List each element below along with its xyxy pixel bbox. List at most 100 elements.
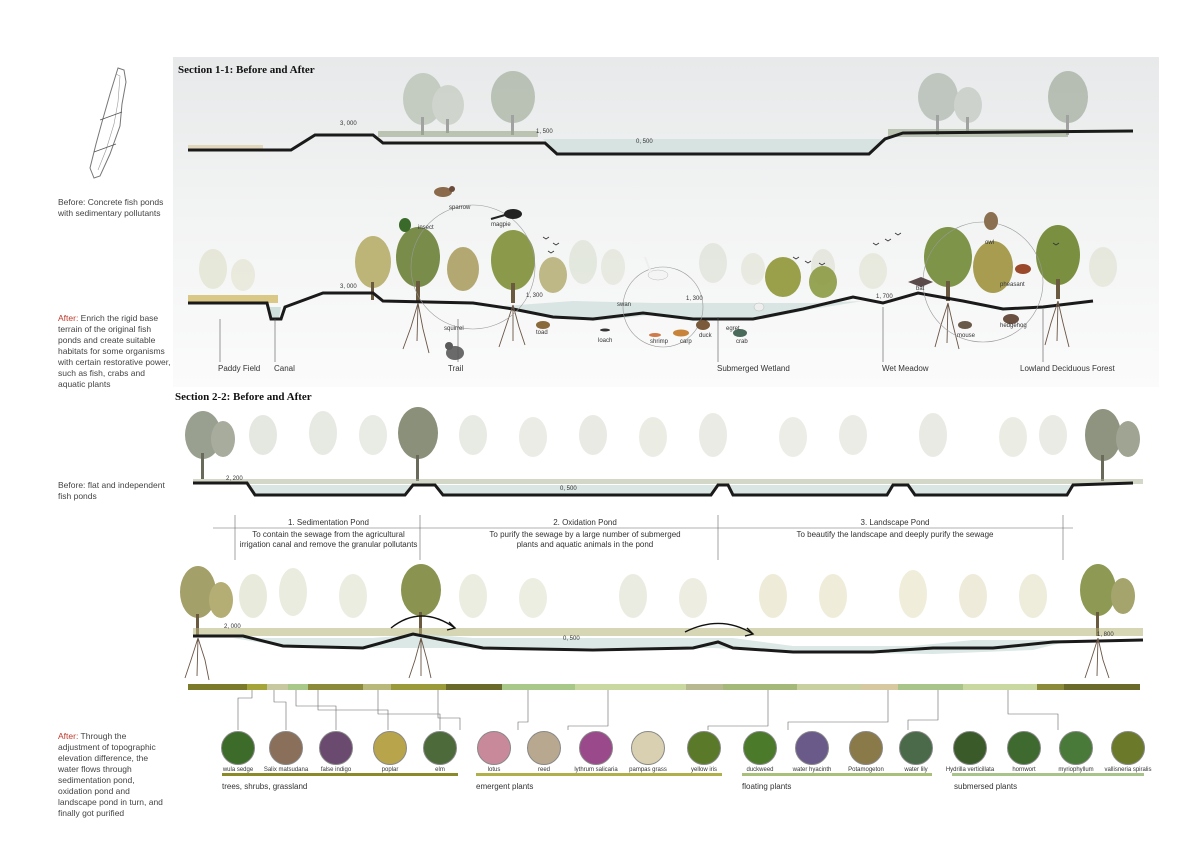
animal-label-bat: bat bbox=[916, 286, 925, 292]
after2-background-trees bbox=[239, 568, 1047, 618]
animal-label-mouse: mouse bbox=[957, 333, 976, 339]
animal-egret-icon bbox=[753, 302, 765, 312]
after2-roots bbox=[184, 637, 1110, 681]
section2-title: Section 2-2: Before and After bbox=[175, 391, 312, 403]
animal-owl-icon bbox=[984, 212, 998, 230]
plant-name: hornwort bbox=[1012, 767, 1036, 773]
animal-label-duck: duck bbox=[699, 333, 712, 339]
plant-salix-matsudana: Salix matsudana bbox=[256, 731, 316, 773]
category-label-floating: floating plants bbox=[742, 782, 792, 791]
section2-after-note: After: Through the adjustment of topogra… bbox=[58, 731, 170, 819]
plant-name: yellow iris bbox=[690, 767, 717, 773]
elevation-label: 0, 500 bbox=[563, 636, 580, 642]
flying-birds-icon bbox=[542, 232, 1060, 266]
plant-name: water lily bbox=[904, 767, 928, 773]
elevation-label: 2, 200 bbox=[226, 476, 243, 482]
plant-zone-strip bbox=[188, 684, 1140, 690]
habitat-label-wet-meadow: Wet Meadow bbox=[882, 364, 929, 373]
plant-photo-icon bbox=[319, 731, 353, 765]
animal-label-carp: carp bbox=[680, 339, 692, 345]
plant-myriophyllum: myriophyllum bbox=[1046, 731, 1106, 773]
plant-potamogeton: Potamogeton bbox=[836, 731, 896, 773]
elevation-label: 1, 500 bbox=[536, 129, 553, 135]
elevation-label: 0, 500 bbox=[636, 139, 653, 145]
animal-label-sparrow: sparrow bbox=[449, 205, 471, 211]
animal-swan-icon bbox=[644, 256, 669, 281]
plant-photo-icon bbox=[631, 731, 665, 765]
site-plan-map bbox=[80, 64, 150, 184]
category-bar-submersed bbox=[952, 773, 1144, 776]
pond-2-title: 2. Oxidation Pond bbox=[553, 518, 617, 527]
plant-name: duckweed bbox=[746, 767, 774, 773]
plant-photo-icon bbox=[849, 731, 883, 765]
plant-photo-icon bbox=[1007, 731, 1041, 765]
pond-2-description: To purify the sewage by a large number o… bbox=[489, 530, 681, 549]
section1-after-note: After: Enrich the rigid base terrain of … bbox=[58, 313, 172, 390]
animal-label-owl: owl bbox=[985, 240, 995, 246]
elevation-label: 0, 500 bbox=[560, 486, 577, 492]
plant-photo-icon bbox=[743, 731, 777, 765]
habitat-label-canal: Canal bbox=[274, 364, 295, 373]
pond-1-description: To contain the sewage from the agricultu… bbox=[239, 530, 418, 549]
plant-name: lotus bbox=[487, 767, 501, 773]
before-trees bbox=[403, 71, 1088, 135]
animal-toad-icon bbox=[536, 321, 550, 329]
after-foreground-trees bbox=[355, 225, 1080, 303]
plant-photo-icon bbox=[527, 731, 561, 765]
animal-mouse-icon bbox=[958, 321, 972, 329]
after-highlight: After: bbox=[58, 313, 79, 323]
animal-squirrel-icon bbox=[445, 342, 464, 360]
plant-name: reed bbox=[537, 767, 550, 773]
plant-poplar: poplar bbox=[360, 731, 420, 773]
elevation-label: 1, 800 bbox=[1097, 632, 1114, 638]
category-bar-emergent bbox=[476, 773, 722, 776]
after-text: Enrich the rigid base terrain of the ori… bbox=[58, 313, 171, 389]
animal-label-hedgehog: hedgehog bbox=[1000, 323, 1027, 329]
section1-drawing bbox=[188, 71, 1134, 362]
after-ground-line bbox=[188, 291, 1094, 321]
category-bar-trees bbox=[222, 773, 458, 776]
plant-lythrum-salicaria: lythrum salicaria bbox=[566, 731, 626, 773]
plant-water-lily: water lily bbox=[886, 731, 946, 773]
animal-label-toad: toad bbox=[536, 330, 548, 336]
animal-label-insect: insect bbox=[418, 225, 434, 231]
animal-pheasant-icon bbox=[1015, 264, 1031, 274]
animal-label-loach: loach bbox=[598, 338, 613, 344]
animal-label-pheasant: pheasant bbox=[1000, 282, 1025, 288]
animal-magpie-icon bbox=[490, 209, 522, 220]
plant-photo-icon bbox=[477, 731, 511, 765]
animal-label-crab: crab bbox=[736, 339, 748, 345]
section1-title: Section 1-1: Before and After bbox=[178, 64, 315, 76]
section2-before-note: Before: flat and independent fish ponds bbox=[58, 480, 165, 501]
category-label-submersed: submersed plants bbox=[954, 782, 1018, 791]
plant-name: poplar bbox=[381, 767, 399, 773]
plant-name: vallisneria spiralis bbox=[1104, 767, 1152, 773]
animal-duck-icon bbox=[696, 320, 710, 330]
pond-dividers bbox=[213, 515, 1073, 560]
habitat-label-submerged-wetland: Submerged Wetland bbox=[717, 364, 790, 373]
category-label-emergent: emergent plants bbox=[476, 782, 534, 791]
plant-name: myriophyllum bbox=[1058, 767, 1094, 773]
plant-photo-icon bbox=[687, 731, 721, 765]
animal-bat-icon bbox=[908, 277, 933, 287]
habitat-label-lowland-forest: Lowland Deciduous Forest bbox=[1020, 364, 1115, 373]
after2-foreground-trees bbox=[180, 564, 1135, 636]
plant-pampas-grass: pampas grass bbox=[618, 731, 678, 773]
before2-ground-line bbox=[193, 481, 1134, 497]
before2-foreground-trees bbox=[185, 407, 1140, 481]
before2-background-trees bbox=[249, 411, 1067, 457]
habitat-label-trail: Trail bbox=[448, 364, 464, 373]
plant-connectors bbox=[237, 690, 1059, 730]
plant-photo-icon bbox=[269, 731, 303, 765]
plant-lotus: lotus bbox=[464, 731, 524, 773]
tree-roots bbox=[402, 300, 1070, 354]
animal-carp-icon bbox=[673, 329, 689, 337]
habitat-label-paddy-field: Paddy Field bbox=[218, 364, 261, 373]
section2-before-drawing bbox=[185, 407, 1143, 497]
plant-vallisneria: vallisneria spiralis bbox=[1098, 731, 1158, 773]
plant-yellow-iris: yellow iris bbox=[674, 731, 734, 773]
animal-loach-icon bbox=[600, 328, 610, 332]
plant-elm: elm bbox=[410, 731, 470, 773]
plant-duckweed: duckweed bbox=[730, 731, 790, 773]
plant-hornwort: hornwort bbox=[994, 731, 1054, 773]
